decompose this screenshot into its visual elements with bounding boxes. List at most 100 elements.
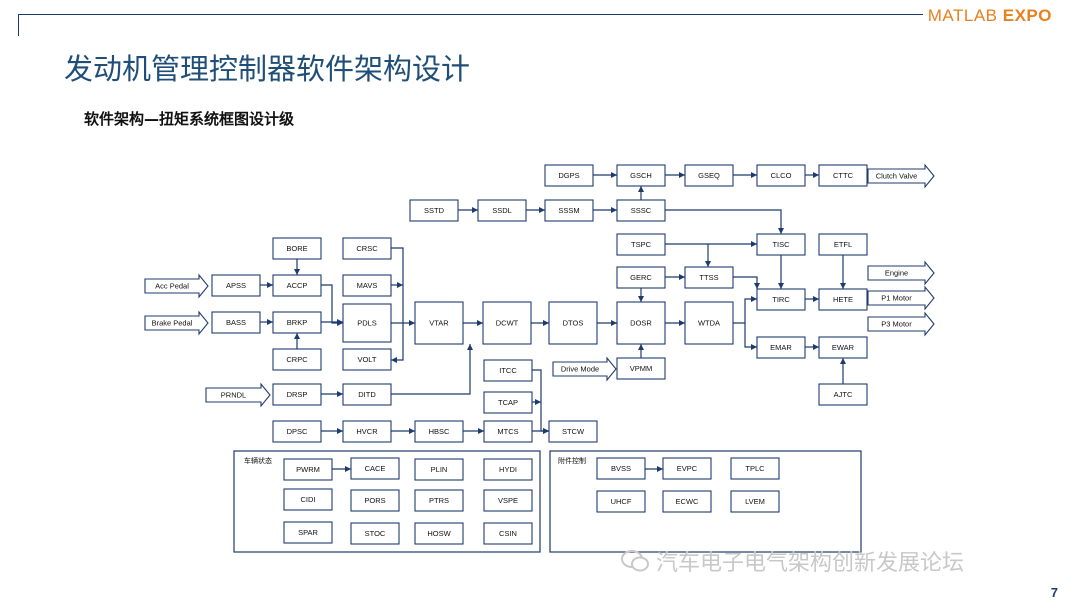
module-stcw: STCW	[548, 420, 598, 443]
module-label: CTTC	[833, 171, 854, 180]
module-label: EVPC	[677, 464, 698, 473]
module-label: TPLC	[745, 464, 765, 473]
connector-line	[391, 247, 404, 363]
module-tcap: TCAP	[483, 391, 533, 414]
connector-line	[733, 276, 760, 289]
signal-label: P1 Motor	[881, 294, 912, 303]
module-label: WTDA	[698, 319, 720, 328]
page-subtitle: 软件架构—扭矩系统框图设计级	[84, 110, 295, 128]
group-vehicle-state	[233, 450, 541, 553]
module-cttc: CTTC	[818, 164, 868, 187]
group-accessory-control-label: 附件控制	[558, 456, 586, 465]
module-label: SSDL	[492, 206, 512, 215]
module-label: BRKP	[287, 318, 307, 327]
module-label: CACE	[365, 464, 386, 473]
module-label: EMAR	[770, 343, 792, 352]
signal-clutch-valve: Clutch Valve	[867, 163, 935, 189]
module-label: STOC	[365, 529, 386, 538]
module-ptrs: PTRS	[414, 489, 464, 512]
header-line-left	[18, 14, 19, 36]
module-ssdl: SSDL	[477, 199, 527, 222]
module-crpc: CRPC	[272, 348, 322, 371]
signal-brake-pedal: Brake Pedal	[144, 310, 209, 336]
module-etfl: ETFL	[818, 233, 868, 256]
module-cidi: CIDI	[283, 488, 333, 511]
module-crsc: CRSC	[342, 237, 392, 260]
module-label: TTSS	[699, 273, 718, 282]
module-bvss: BVSS	[596, 457, 646, 480]
connector-line	[391, 344, 473, 395]
header-line	[18, 14, 923, 15]
signal-drive-mode: Drive Mode	[552, 356, 617, 382]
module-label: SSSC	[631, 206, 652, 215]
page-number: 7	[1050, 585, 1058, 600]
module-label: DPSC	[287, 427, 308, 436]
module-label: VPMM	[630, 364, 653, 373]
module-label: TISC	[772, 240, 790, 249]
module-label: DGPS	[558, 171, 579, 180]
module-label: PORS	[364, 496, 385, 505]
module-label: ECWC	[676, 497, 699, 506]
module-dgps: DGPS	[544, 164, 594, 187]
module-label: GSCH	[630, 171, 652, 180]
module-bore: BORE	[272, 237, 322, 260]
signal-label: Clutch Valve	[876, 172, 918, 181]
module-plin: PLIN	[414, 458, 464, 481]
module-lvem: LVEM	[730, 490, 780, 513]
module-label: SPAR	[298, 528, 318, 537]
module-label: DRSP	[287, 390, 308, 399]
module-label: HVCR	[356, 427, 378, 436]
module-label: PWRM	[296, 465, 320, 474]
module-label: ITCC	[499, 366, 517, 375]
module-label: BVSS	[611, 464, 631, 473]
connector-line	[744, 323, 757, 350]
connector-line	[532, 369, 549, 434]
signal-engine: Engine	[867, 260, 935, 286]
module-gerc: GERC	[616, 266, 666, 289]
module-evpc: EVPC	[662, 457, 712, 480]
module-accp: ACCP	[272, 274, 322, 297]
module-label: TSPC	[631, 240, 652, 249]
module-label: TCAP	[498, 398, 518, 407]
group-accessory-control	[549, 450, 862, 553]
module-label: ACCP	[287, 281, 308, 290]
module-dpsc: DPSC	[272, 420, 322, 443]
module-label: BASS	[226, 318, 246, 327]
module-label: MAVS	[357, 281, 378, 290]
signal-p3-motor: P3 Motor	[867, 311, 935, 337]
module-hosw: HOSW	[414, 522, 464, 545]
module-label: MTCS	[497, 427, 518, 436]
module-tspc: TSPC	[616, 233, 666, 256]
module-vspe: VSPE	[483, 489, 533, 512]
module-vtar: VTAR	[414, 301, 464, 345]
module-label: AJTC	[834, 390, 853, 399]
module-label: GSEQ	[698, 171, 720, 180]
module-sstd: SSTD	[409, 199, 459, 222]
module-sssc: SSSC	[616, 199, 666, 222]
module-label: GERC	[630, 273, 652, 282]
module-hvcr: HVCR	[342, 420, 392, 443]
module-hydi: HYDI	[483, 458, 533, 481]
signal-acc-pedal: Acc Pedal	[144, 273, 209, 299]
signal-prndl: PRNDL	[205, 382, 271, 408]
signal-p1-motor: P1 Motor	[867, 285, 935, 311]
module-ajtc: AJTC	[818, 383, 868, 406]
signal-label: P3 Motor	[881, 320, 912, 329]
module-drsp: DRSP	[272, 383, 322, 406]
brand-part1: MATLAB	[927, 6, 998, 25]
module-stoc: STOC	[350, 522, 400, 545]
module-label: DOSR	[630, 319, 652, 328]
wechat-icon	[621, 550, 649, 572]
connector-line	[321, 284, 343, 326]
module-label: HBSC	[429, 427, 450, 436]
module-label: HOSW	[427, 529, 451, 538]
module-dcwt: DCWT	[482, 301, 532, 345]
watermark-text: 汽车电子电气架构创新发展论坛	[656, 551, 965, 576]
module-csin: CSIN	[483, 522, 533, 545]
module-tirc: TIRC	[756, 288, 806, 311]
module-pdls: PDLS	[342, 303, 392, 343]
group-vehicle-state-label: 车辆状态	[244, 456, 272, 465]
module-dosr: DOSR	[616, 301, 666, 345]
module-itcc: ITCC	[483, 359, 533, 382]
